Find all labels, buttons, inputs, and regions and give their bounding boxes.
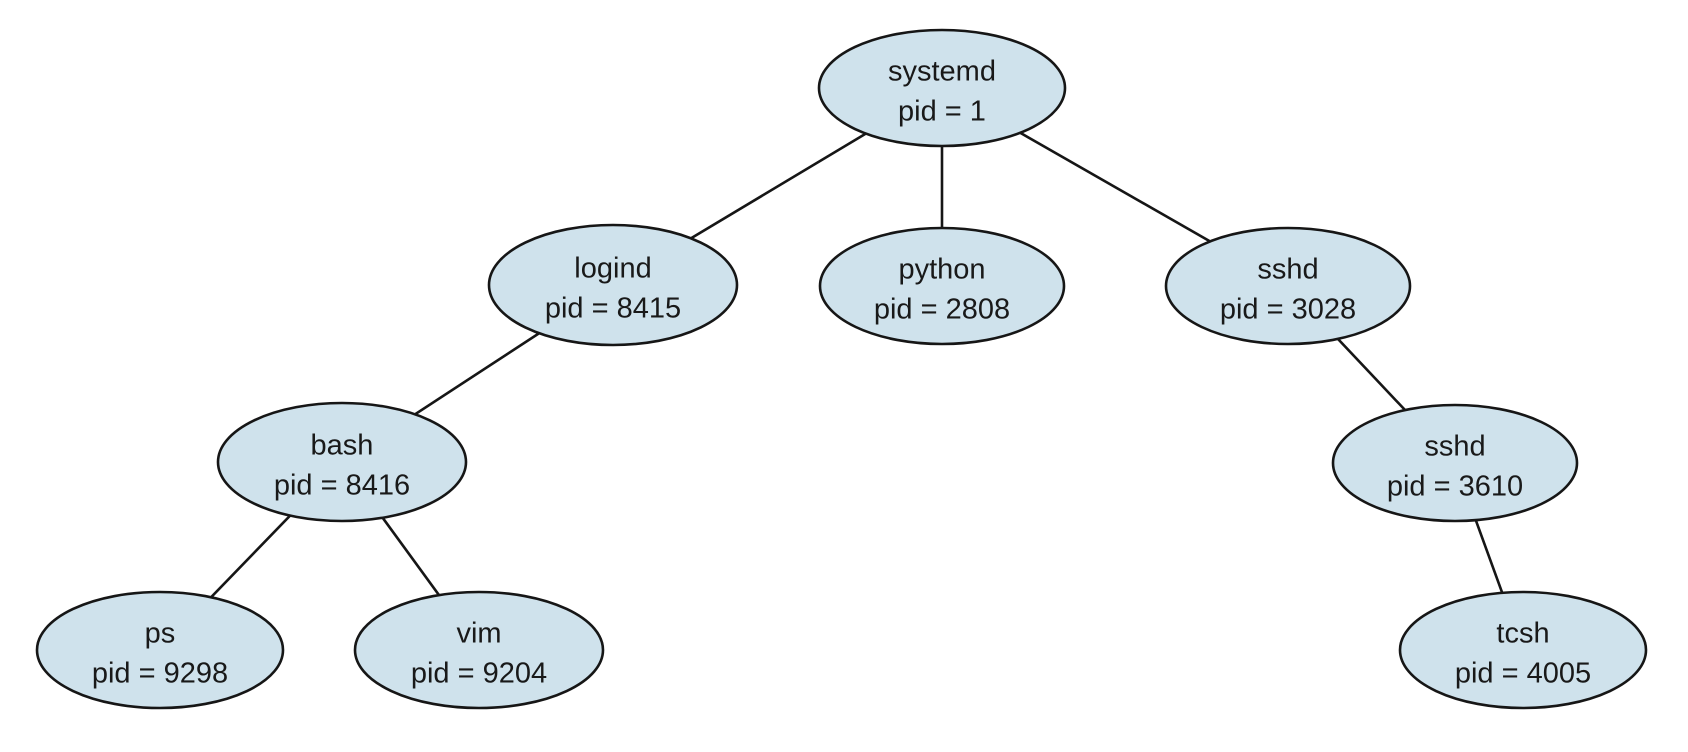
- node-sshd-3028: sshd pid = 3028: [1164, 226, 1412, 346]
- node-tcsh: tcsh pid = 4005: [1398, 590, 1648, 710]
- process-pid-label: pid = 2808: [874, 294, 1010, 326]
- process-pid-label: pid = 3028: [1220, 294, 1356, 326]
- process-pid-label: pid = 4005: [1455, 658, 1591, 690]
- node-ellipse-bash: [216, 401, 468, 523]
- node-ellipse-python: [818, 226, 1066, 346]
- process-pid-label: pid = 1: [898, 96, 986, 128]
- process-nodes: systemd pid = 1 logind pid = 8415 python pid …: [35, 28, 1648, 710]
- node-ellipse-sshd-3028: [1164, 226, 1412, 346]
- node-ellipse-ps: [35, 590, 285, 710]
- node-ellipse-sshd-3610: [1331, 403, 1579, 523]
- node-ellipse-logind: [487, 223, 739, 347]
- process-name-label: python: [898, 254, 985, 286]
- process-name-label: logind: [574, 253, 651, 285]
- node-logind: logind pid = 8415: [487, 223, 739, 347]
- node-ellipse-vim: [353, 590, 605, 710]
- node-systemd: systemd pid = 1: [817, 28, 1067, 148]
- process-name-label: systemd: [888, 56, 996, 88]
- process-name-label: sshd: [1257, 254, 1318, 286]
- node-ps: ps pid = 9298: [35, 590, 285, 710]
- process-pid-label: pid = 8416: [274, 470, 410, 502]
- edge-lines: [159, 86, 1525, 651]
- node-ellipse-tcsh: [1398, 590, 1648, 710]
- process-pid-label: pid = 8415: [545, 293, 681, 325]
- node-bash: bash pid = 8416: [216, 401, 468, 523]
- process-pid-label: pid = 3610: [1387, 471, 1523, 503]
- node-sshd-3610: sshd pid = 3610: [1331, 403, 1579, 523]
- node-vim: vim pid = 9204: [353, 590, 605, 710]
- process-name-label: tcsh: [1496, 618, 1549, 650]
- node-ellipse-systemd: [817, 28, 1067, 148]
- process-name-label: sshd: [1424, 431, 1485, 463]
- process-pid-label: pid = 9298: [92, 658, 228, 690]
- process-pid-label: pid = 9204: [411, 658, 547, 690]
- node-python: python pid = 2808: [818, 226, 1066, 346]
- process-name-label: bash: [311, 430, 374, 462]
- process-name-label: ps: [145, 618, 176, 650]
- process-name-label: vim: [456, 618, 501, 650]
